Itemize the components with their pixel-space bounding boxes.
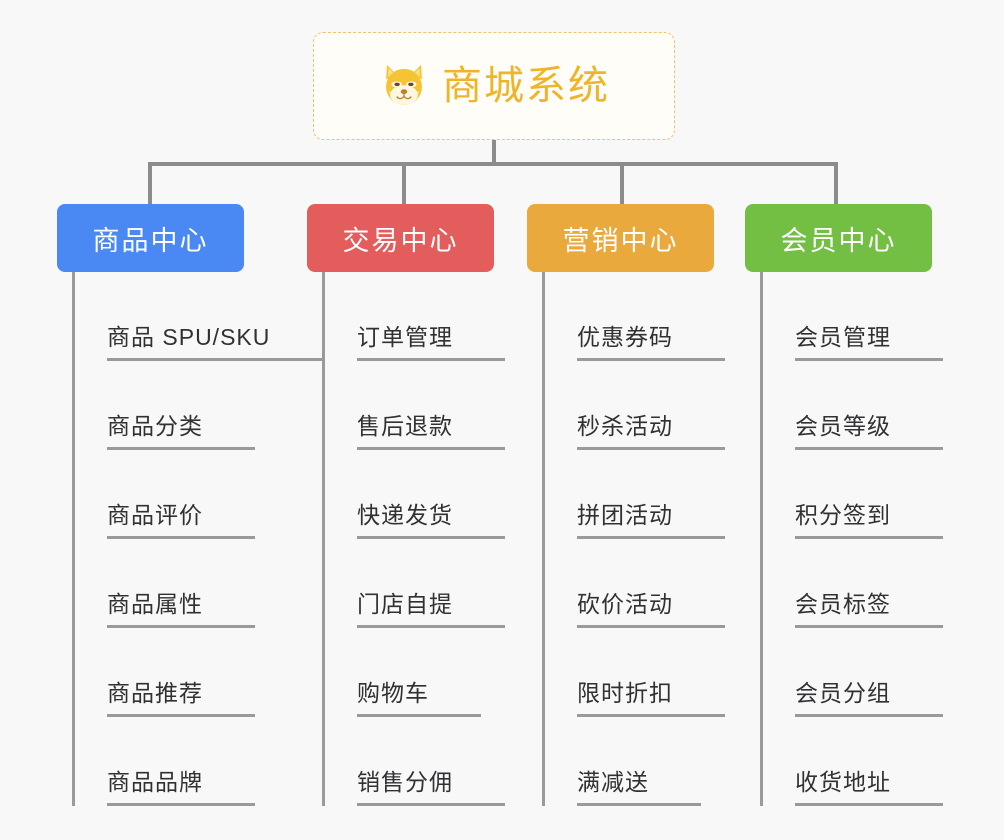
list-item[interactable]: 收货地址	[760, 717, 943, 806]
leaf-label: 会员管理	[795, 324, 943, 361]
connector-root-stem	[492, 140, 496, 165]
list-item[interactable]: 限时折扣	[542, 628, 725, 717]
category-title: 会员中心	[780, 225, 897, 256]
leaf-label: 砍价活动	[577, 591, 725, 628]
list-item[interactable]: 满减送	[542, 717, 714, 806]
list-item[interactable]: 拼团活动	[542, 450, 725, 539]
list-item[interactable]: 秒杀活动	[542, 361, 725, 450]
leaf-label: 商品属性	[107, 591, 255, 628]
list-item[interactable]: 快递发货	[322, 450, 505, 539]
leaf-label: 秒杀活动	[577, 413, 725, 450]
shiba-dog-face-icon	[386, 64, 422, 105]
leaf-label: 快递发货	[357, 502, 505, 539]
leaf-label: 满减送	[577, 769, 701, 806]
list-item[interactable]: 会员标签	[760, 539, 943, 628]
connector-drop-4	[834, 162, 838, 205]
leaf-label: 会员标签	[795, 591, 943, 628]
leaf-label: 积分签到	[795, 502, 943, 539]
leaf-label: 商品分类	[107, 413, 255, 450]
list-item[interactable]: 会员等级	[760, 361, 943, 450]
category-header-member-center[interactable]: 会员中心	[745, 204, 932, 272]
leaf-label: 商品推荐	[107, 680, 255, 717]
leaf-label: 门店自提	[357, 591, 505, 628]
leaf-label: 会员分组	[795, 680, 943, 717]
connector-horizontal-bus	[150, 162, 838, 166]
list-item[interactable]: 商品 SPU/SKU	[72, 272, 323, 361]
list-item[interactable]: 商品分类	[72, 361, 255, 450]
leaf-rail	[322, 272, 325, 806]
category-title: 商品中心	[92, 225, 209, 256]
list-item[interactable]: 销售分佣	[322, 717, 505, 806]
list-item[interactable]: 售后退款	[322, 361, 505, 450]
root-node-mall-system[interactable]: 商城系统	[313, 32, 675, 140]
leaf-label: 商品品牌	[107, 769, 255, 806]
leaf-rail	[760, 272, 763, 806]
leaf-label: 限时折扣	[577, 680, 725, 717]
list-item[interactable]: 商品推荐	[72, 628, 255, 717]
leaf-label: 优惠券码	[577, 324, 725, 361]
list-item[interactable]: 砍价活动	[542, 539, 725, 628]
leaf-rail	[72, 272, 75, 806]
leaf-label: 销售分佣	[357, 769, 505, 806]
column-product-center: 商品中心 商品 SPU/SKU 商品分类 商品评价 商品属性 商品推荐 商品品牌	[57, 204, 323, 806]
leaf-list: 订单管理 售后退款 快递发货 门店自提 购物车 销售分佣	[322, 272, 505, 806]
leaf-label: 收货地址	[795, 769, 943, 806]
list-item[interactable]: 商品品牌	[72, 717, 255, 806]
leaf-label: 购物车	[357, 680, 481, 717]
category-title: 营销中心	[562, 225, 679, 256]
connector-drop-3	[620, 162, 624, 205]
category-title: 交易中心	[342, 225, 459, 256]
list-item[interactable]: 商品评价	[72, 450, 255, 539]
category-header-trade-center[interactable]: 交易中心	[307, 204, 494, 272]
category-header-product-center[interactable]: 商品中心	[57, 204, 244, 272]
connector-drop-2	[402, 162, 406, 205]
list-item[interactable]: 订单管理	[322, 272, 505, 361]
column-member-center: 会员中心 会员管理 会员等级 积分签到 会员标签 会员分组 收货地址	[745, 204, 943, 806]
root-node-title: 商城系统	[442, 64, 610, 108]
list-item[interactable]: 积分签到	[760, 450, 943, 539]
list-item[interactable]: 商品属性	[72, 539, 255, 628]
leaf-label: 商品 SPU/SKU	[107, 324, 323, 361]
leaf-label: 订单管理	[357, 324, 505, 361]
leaf-label: 商品评价	[107, 502, 255, 539]
leaf-list: 优惠券码 秒杀活动 拼团活动 砍价活动 限时折扣 满减送	[542, 272, 725, 806]
list-item[interactable]: 门店自提	[322, 539, 505, 628]
leaf-list: 会员管理 会员等级 积分签到 会员标签 会员分组 收货地址	[760, 272, 943, 806]
list-item[interactable]: 会员管理	[760, 272, 943, 361]
leaf-list: 商品 SPU/SKU 商品分类 商品评价 商品属性 商品推荐 商品品牌	[72, 272, 323, 806]
column-marketing-center: 营销中心 优惠券码 秒杀活动 拼团活动 砍价活动 限时折扣 满减送	[527, 204, 725, 806]
connector-drop-1	[148, 162, 152, 205]
leaf-label: 拼团活动	[577, 502, 725, 539]
column-trade-center: 交易中心 订单管理 售后退款 快递发货 门店自提 购物车 销售分佣	[307, 204, 505, 806]
leaf-label: 售后退款	[357, 413, 505, 450]
list-item[interactable]: 购物车	[322, 628, 494, 717]
list-item[interactable]: 会员分组	[760, 628, 943, 717]
list-item[interactable]: 优惠券码	[542, 272, 725, 361]
leaf-rail	[542, 272, 545, 806]
leaf-label: 会员等级	[795, 413, 943, 450]
category-header-marketing-center[interactable]: 营销中心	[527, 204, 714, 272]
